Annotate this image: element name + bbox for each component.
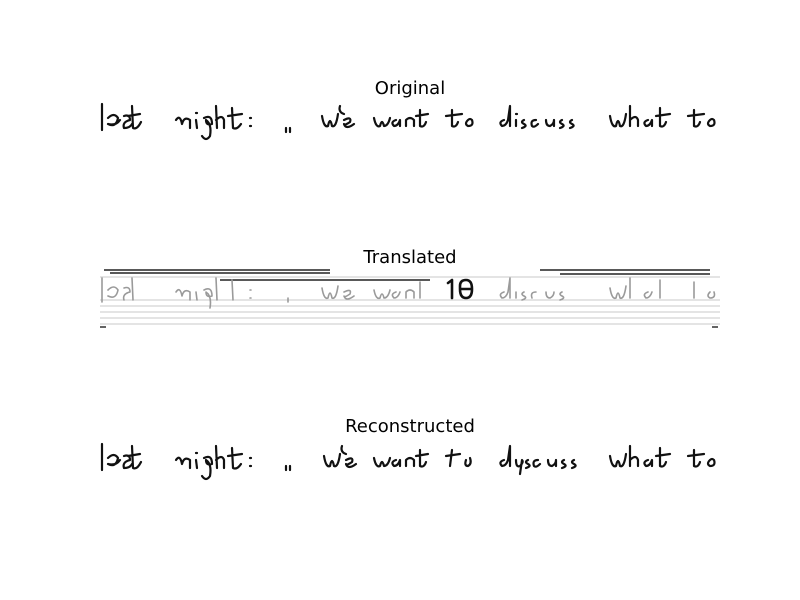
original-handwriting-svg: [100, 102, 716, 141]
panel-title-original: Original: [374, 78, 446, 99]
panel-title-reconstructed: Reconstructed: [345, 416, 475, 437]
translated-handwriting-image: [100, 264, 720, 330]
original-handwriting-image: [100, 92, 720, 152]
reconstructed-handwriting-svg: [100, 442, 716, 481]
panel-title-translated: Translated: [363, 247, 457, 268]
translated-handwriting-svg: [100, 269, 720, 328]
reconstructed-handwriting-image: [100, 432, 720, 492]
